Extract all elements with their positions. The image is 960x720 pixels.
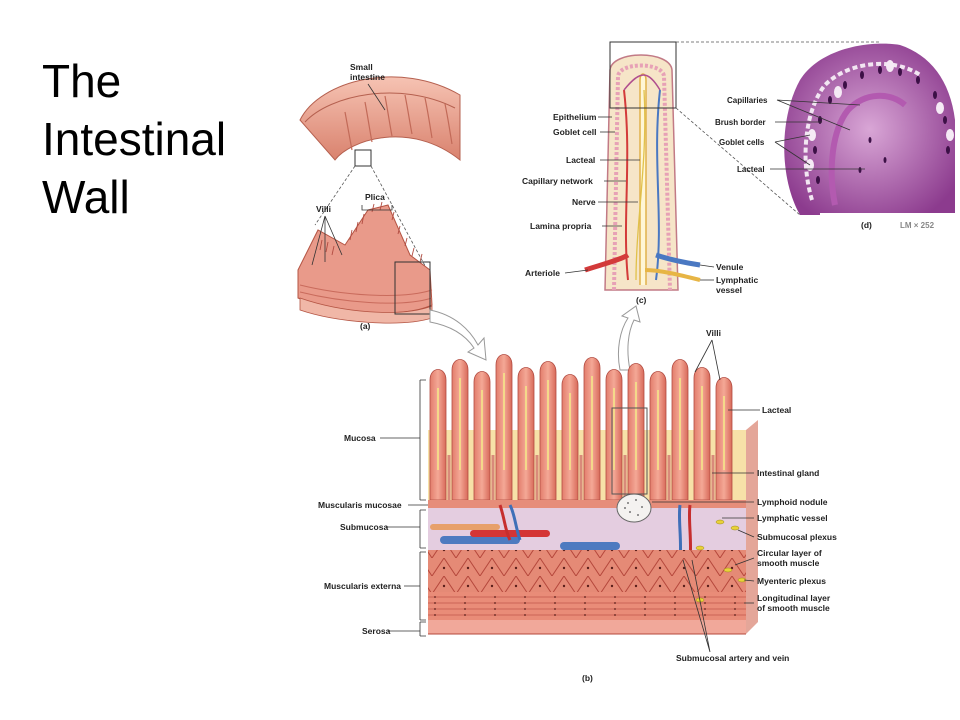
- label-submucosal-plexus: Submucosal plexus: [757, 532, 837, 542]
- panel-label-d: (d): [861, 220, 872, 230]
- panel-a-villi-texture: [319, 201, 423, 263]
- label-brush-border: Brush border: [715, 118, 766, 127]
- label-goblet-cell: Goblet cell: [553, 127, 596, 137]
- panel-label-b: (b): [582, 673, 593, 683]
- label-submucosal-artery-vein: Submucosal artery and vein: [676, 653, 789, 663]
- label-small-intestine-2: intestine: [350, 72, 385, 82]
- label-lymphatic-vessel-b: Lymphatic vessel: [757, 513, 828, 523]
- panel-a-zoom-box: [354, 149, 372, 167]
- small-intestine-tube: [299, 76, 461, 162]
- label-lymphatic-vessel-c-2: vessel: [716, 285, 742, 295]
- title-line-2: Intestinal: [42, 113, 227, 165]
- panel-b-zoom-box: [611, 407, 648, 495]
- histology-micrograph: [784, 43, 955, 215]
- label-plica: Plica: [365, 192, 385, 202]
- panel-a-illustration: [297, 76, 461, 324]
- label-goblet-cells: Goblet cells: [719, 138, 765, 147]
- lymphoid-nodule: [616, 493, 652, 523]
- label-longitudinal-layer-1: Longitudinal layer: [757, 593, 831, 603]
- label-serosa: Serosa: [362, 626, 391, 636]
- panel-c-zoom-box: [609, 41, 677, 109]
- label-intestinal-gland: Intestinal gland: [757, 468, 819, 478]
- label-circular-layer-1: Circular layer of: [757, 548, 822, 558]
- arrow-b-to-c: [617, 305, 641, 371]
- label-muscularis-mucosae: Muscularis mucosae: [318, 500, 402, 510]
- label-lymphoid-nodule: Lymphoid nodule: [757, 497, 828, 507]
- panel-b-illustration: [428, 354, 758, 635]
- label-circular-layer-2: smooth muscle: [757, 558, 820, 568]
- panel-a-zoom-box-b: [394, 261, 431, 315]
- label-myenteric-plexus: Myenteric plexus: [757, 576, 826, 586]
- title-line-3: Wall: [42, 171, 130, 223]
- label-venule: Venule: [716, 262, 744, 272]
- arteriole-c: [584, 252, 630, 273]
- label-submucosa: Submucosa: [340, 522, 388, 532]
- label-lacteal-b: Lacteal: [762, 405, 791, 415]
- magnification-label: LM × 252: [900, 221, 935, 230]
- panel-c-illustration: [584, 41, 880, 291]
- longitudinal-muscle-layer: [428, 592, 746, 620]
- label-capillaries: Capillaries: [727, 96, 768, 105]
- label-epithelium: Epithelium: [553, 112, 597, 122]
- label-lymphatic-vessel-c-1: Lymphatic: [716, 275, 758, 285]
- label-lacteal-d: Lacteal: [737, 165, 765, 174]
- label-longitudinal-layer-2: of smooth muscle: [757, 603, 830, 613]
- label-arteriole: Arteriole: [525, 268, 560, 278]
- label-villi-a: Villi: [316, 204, 331, 214]
- label-capillary-network: Capillary network: [522, 176, 593, 186]
- label-villi-b: Villi: [706, 328, 721, 338]
- panel-d-illustration: [784, 43, 955, 231]
- label-muscularis-externa: Muscularis externa: [324, 581, 401, 591]
- serosa-layer: [428, 620, 746, 634]
- title-line-1: The: [42, 55, 122, 107]
- label-lacteal-c: Lacteal: [566, 155, 595, 165]
- label-lamina-propria: Lamina propria: [530, 221, 592, 231]
- label-small-intestine-1: Small: [350, 62, 373, 72]
- venule-c: [655, 252, 701, 268]
- muscularis-mucosae-layer: [428, 500, 746, 508]
- label-mucosa: Mucosa: [344, 433, 376, 443]
- label-nerve: Nerve: [572, 197, 596, 207]
- villi-group: [429, 354, 733, 501]
- panel-label-c: (c): [636, 295, 647, 305]
- panel-a-wall-block: [297, 204, 433, 314]
- circular-muscle-layer: [428, 550, 746, 592]
- slide-title: The Intestinal Wall: [42, 52, 226, 226]
- arrow-a-to-b: [429, 309, 487, 361]
- panel-label-a: (a): [360, 321, 371, 331]
